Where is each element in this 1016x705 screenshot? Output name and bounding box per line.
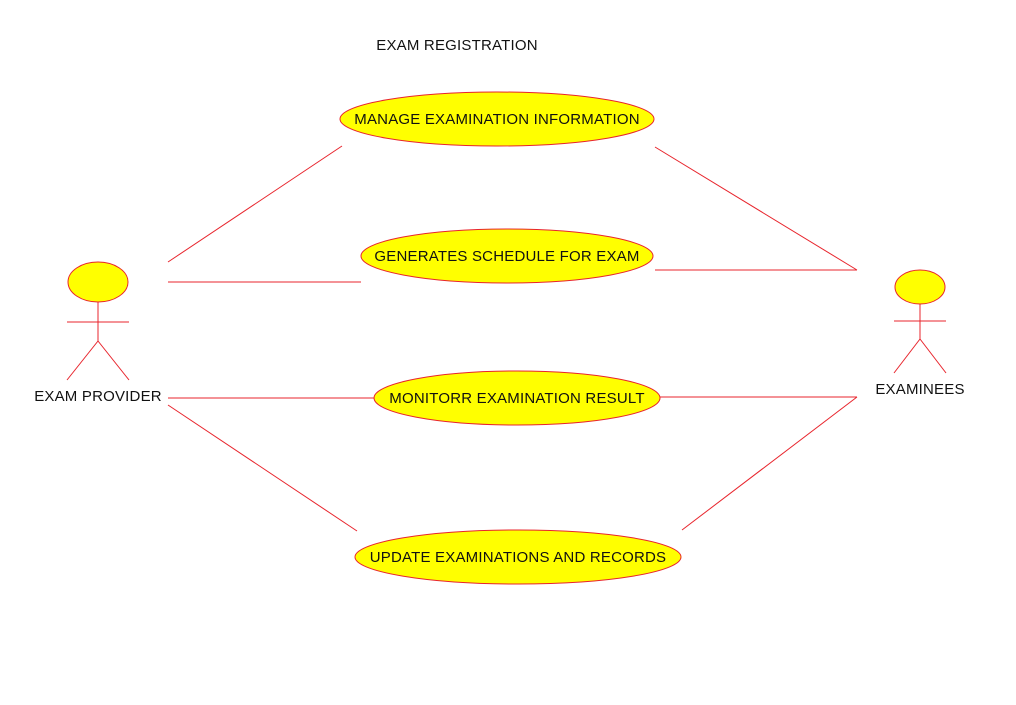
actor-label: EXAM PROVIDER xyxy=(34,388,162,405)
association-examinees-update xyxy=(681,396,858,531)
association-provider-manage xyxy=(167,145,343,263)
use-case-label: GENERATES SCHEDULE FOR EXAM xyxy=(374,248,639,265)
actor-exam-provider[interactable]: EXAM PROVIDER xyxy=(34,261,162,405)
diagram-title: EXAM REGISTRATION xyxy=(376,37,537,54)
use-case-manage[interactable]: MANAGE EXAMINATION INFORMATION xyxy=(339,91,655,147)
use-case-monitor[interactable]: MONITORR EXAMINATION RESULT xyxy=(373,370,661,426)
use-case-schedule[interactable]: GENERATES SCHEDULE FOR EXAM xyxy=(360,228,654,284)
use-case-label: MONITORR EXAMINATION RESULT xyxy=(389,390,644,407)
use-case-update[interactable]: UPDATE EXAMINATIONS AND RECORDS xyxy=(354,529,682,585)
use-case-label: MANAGE EXAMINATION INFORMATION xyxy=(354,111,639,128)
association-provider-update xyxy=(167,404,358,532)
associations xyxy=(167,145,858,532)
use-case-ellipse xyxy=(360,228,654,284)
actor-label: EXAMINEES xyxy=(875,381,964,398)
actor-examinees[interactable]: EXAMINEES xyxy=(875,269,964,398)
use-case-ellipse xyxy=(339,91,655,147)
stick-figure-icon xyxy=(893,269,947,374)
use-case-ellipse xyxy=(373,370,661,426)
association-examinees-manage xyxy=(654,146,858,271)
use-case-label: UPDATE EXAMINATIONS AND RECORDS xyxy=(370,549,667,566)
stick-figure-icon xyxy=(66,261,130,381)
use-case-ellipse xyxy=(354,529,682,585)
